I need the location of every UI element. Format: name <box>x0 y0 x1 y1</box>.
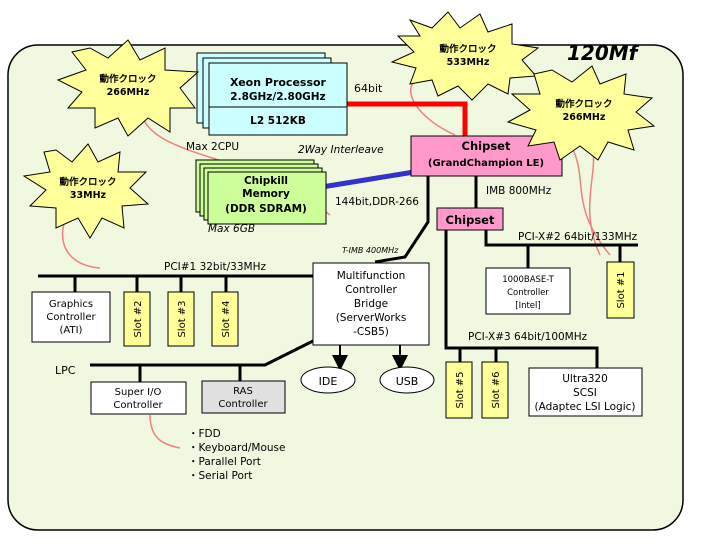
processor-cache: L2 512KB <box>250 115 306 127</box>
imb-label: IMB 800MHz <box>486 185 552 197</box>
mcb-block: Multifunction Controller Bridge (ServerW… <box>312 262 430 346</box>
legacy-serial-port: ・Serial Port <box>188 470 252 482</box>
legacy-parallel-port: ・Parallel Port <box>188 456 261 468</box>
scsi-controller: Ultra320 SCSI (Adaptec LSI Logic) <box>528 367 643 417</box>
pci1-label: PCI#1 32bit/33MHz <box>164 261 266 273</box>
fsb-bus <box>347 101 468 136</box>
clock-burst-top-left: 動作クロック 266MHz <box>56 39 200 137</box>
lpc-bus <box>90 338 316 367</box>
processor-block: Xeon Processor 2.8GHz/2.80GHz L2 512KB <box>196 52 348 136</box>
clock-top-center-label: 動作クロック <box>439 43 496 55</box>
chipset-main-line1: Chipset <box>462 139 511 153</box>
processor-speed: 2.8GHz/2.80GHz <box>230 91 325 103</box>
memory-bus <box>321 169 415 190</box>
graphics-controller: Graphics Controller (ATI) <box>31 291 111 343</box>
mcb-line4: (ServerWorks <box>336 312 407 324</box>
lpc-label: LPC <box>55 364 76 377</box>
superio-line2: Controller <box>113 400 163 411</box>
graphics-line3: (ATI) <box>60 325 83 336</box>
slot-4: Slot #4 <box>211 291 239 347</box>
lan-line1: 1000BASE-T <box>502 275 554 285</box>
bus-64bit-label: 64bit <box>354 82 383 95</box>
processor-max-label: Max 2CPU <box>186 141 239 153</box>
superio-controller: Super I/O Controller <box>90 381 187 415</box>
memory-max-label: Max 6GB <box>208 223 255 235</box>
memory-block: Chipkill Memory (DDR SDRAM) <box>195 159 327 225</box>
scsi-line1: Ultra320 <box>562 373 608 385</box>
pcix3-bus <box>444 230 599 368</box>
processor-name: Xeon Processor <box>230 76 327 89</box>
clock-left-label: 動作クロック <box>59 176 116 188</box>
mcb-line1: Multifunction <box>337 270 406 282</box>
lan-line2: Controller <box>507 288 549 298</box>
clock-right-label: 動作クロック <box>555 98 612 110</box>
usb-port: USB <box>379 366 435 394</box>
ide-port: IDE <box>300 366 356 394</box>
slot-4-label: Slot #4 <box>221 300 232 337</box>
clock-burst-left: 動作クロック 33MHz <box>22 143 150 239</box>
clock-right-value: 266MHz <box>563 112 606 123</box>
graphics-line2: Controller <box>46 312 96 323</box>
pcix2-bus <box>484 230 638 247</box>
pcix2-label: PCI-X#2 64bit/133MHz <box>518 231 638 243</box>
timb-bus <box>374 175 430 264</box>
chipset-main: Chipset (GrandChampion LE) <box>410 135 563 177</box>
slot-5-label: Slot #5 <box>455 371 466 408</box>
chipset-sub: Chipset <box>436 207 504 231</box>
ras-line1: RAS <box>233 386 253 397</box>
usb-label: USB <box>396 375 419 388</box>
slot-2-label: Slot #2 <box>133 300 144 337</box>
mcb-line5: -CSB5) <box>353 326 389 338</box>
memory-line3: (DDR SDRAM) <box>225 203 307 215</box>
lan-controller: 1000BASE-T Controller [Intel] <box>485 267 571 315</box>
interleave-label: 2Way Interleave <box>298 144 384 156</box>
mcb-line3: Bridge <box>354 298 388 310</box>
chipset-sub-label: Chipset <box>446 213 495 227</box>
slot-3-label: Slot #3 <box>177 300 188 337</box>
ddr-label: 144bit,DDR-266 <box>335 196 419 208</box>
pcix3-label: PCI-X#3 64bit/100MHz <box>468 331 588 343</box>
clock-top-center-value: 533MHz <box>447 57 490 68</box>
pci1-drops <box>73 276 228 292</box>
clock-burst-right: 動作クロック 266MHz <box>506 65 656 161</box>
clock-top-left-value: 266MHz <box>107 87 150 98</box>
clock-burst-top-center: 動作クロック 533MHz <box>390 11 540 101</box>
timb-label: T-IMB 400MHz <box>342 246 399 255</box>
slot-6: Slot #6 <box>481 361 509 419</box>
scsi-line3: (Adaptec LSI Logic) <box>534 401 635 413</box>
legacy-keyboard-mouse: ・Keyboard/Mouse <box>188 442 285 454</box>
graphics-line1: Graphics <box>49 299 93 310</box>
slot-1: Slot #1 <box>606 261 635 319</box>
slot-3: Slot #3 <box>167 291 195 347</box>
clock-left-value: 33MHz <box>70 190 107 201</box>
memory-line1: Chipkill <box>244 175 288 187</box>
ide-label: IDE <box>319 375 338 388</box>
superio-line1: Super I/O <box>115 387 162 398</box>
slot-6-label: Slot #6 <box>491 371 502 408</box>
scsi-line2: SCSI <box>573 387 597 399</box>
legacy-fdd: ・FDD <box>188 428 221 440</box>
mcb-line2: Controller <box>345 284 397 296</box>
ras-controller: RAS Controller <box>201 380 286 414</box>
memory-line2: Memory <box>242 188 290 200</box>
ras-line2: Controller <box>218 399 268 410</box>
lan-line3: [Intel] <box>515 301 540 311</box>
diagram-title: 120Mf <box>567 41 640 65</box>
slot-1-label: Slot #1 <box>616 271 627 308</box>
clock-top-left-label: 動作クロック <box>99 73 156 85</box>
slot-5: Slot #5 <box>445 361 473 419</box>
slot-2: Slot #2 <box>123 291 151 347</box>
chipset-main-line2: (GrandChampion LE) <box>428 158 544 169</box>
